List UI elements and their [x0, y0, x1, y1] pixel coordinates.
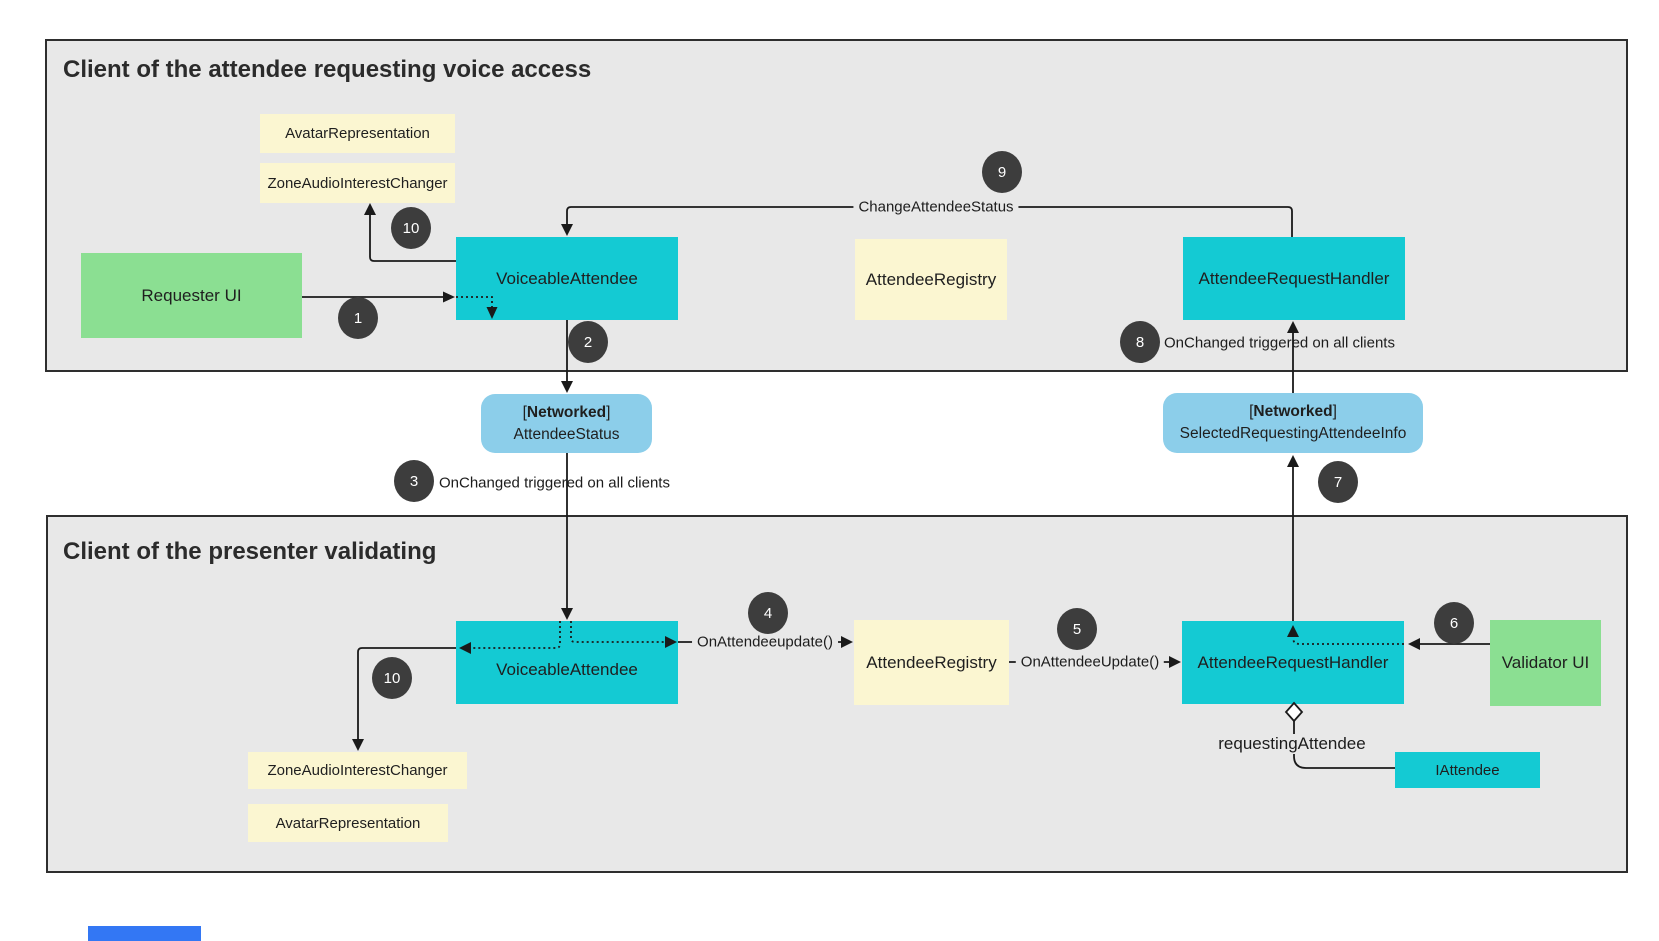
step-badge-4[interactable]: 4 — [748, 592, 788, 634]
step-badge-5[interactable]: 5 — [1057, 608, 1097, 650]
node-label: Validator UI — [1501, 653, 1590, 672]
node-label: IAttendee — [1435, 761, 1500, 779]
step-badge-9[interactable]: 9 — [982, 151, 1022, 193]
node-validator-ui[interactable]: Validator UI — [1490, 620, 1601, 706]
node-zone-audio-interest-changer-bottom[interactable]: ZoneAudioInterestChanger — [248, 752, 467, 789]
node-label: AttendeeRegistry — [865, 269, 997, 289]
edge-label-onchanged-top: OnChanged triggered on all clients — [1164, 334, 1395, 352]
node-label: AttendeeRegistry — [866, 652, 997, 672]
step-badge-8[interactable]: 8 — [1120, 321, 1160, 363]
node-label: AvatarRepresentation — [285, 125, 430, 142]
edge-label-on-attendee-update-5: OnAttendeeUpdate() — [1015, 653, 1165, 671]
bottom-left-blue-bar — [88, 926, 201, 941]
node-label: AvatarRepresentation — [275, 814, 421, 832]
panel-title-presenter-client: Client of the presenter validating — [63, 538, 437, 565]
node-avatar-representation-bottom[interactable]: AvatarRepresentation — [248, 804, 448, 842]
step-badge-3[interactable]: 3 — [394, 460, 434, 502]
node-label: ZoneAudioInterestChanger — [267, 174, 448, 192]
node-label: Requester UI — [141, 285, 242, 305]
node-label: AttendeeRequestHandler — [1197, 652, 1389, 672]
edge-label-on-attendee-update-4: OnAttendeeupdate() — [692, 633, 838, 651]
node-label: VoiceableAttendee — [496, 659, 638, 679]
node-label: SelectedRequestingAttendeeInfo — [1179, 425, 1407, 442]
node-voiceable-attendee-top[interactable]: VoiceableAttendee — [456, 237, 678, 320]
node-label: VoiceableAttendee — [496, 268, 638, 288]
node-networked-attendee-status[interactable]: [Networked] AttendeeStatus — [481, 394, 652, 453]
step-badge-7[interactable]: 7 — [1318, 461, 1358, 503]
node-networked-selected-requesting-attendee-info[interactable]: [Networked] SelectedRequestingAttendeeIn… — [1163, 393, 1423, 453]
node-zone-audio-interest-changer-top[interactable]: ZoneAudioInterestChanger — [260, 163, 455, 203]
node-requester-ui[interactable]: Requester UI — [81, 253, 302, 338]
node-attendee-registry-bottom[interactable]: AttendeeRegistry — [854, 620, 1009, 705]
node-attendee-registry-top[interactable]: AttendeeRegistry — [855, 239, 1007, 320]
node-label: AttendeeRequestHandler — [1198, 268, 1390, 288]
edge-label-change-attendee-status: ChangeAttendeeStatus — [853, 198, 1019, 216]
node-attendee-request-handler-bottom[interactable]: AttendeeRequestHandler — [1182, 621, 1404, 704]
step-badge-2[interactable]: 2 — [568, 321, 608, 363]
networked-tag: [Networked] — [522, 403, 611, 421]
node-attendee-request-handler-top[interactable]: AttendeeRequestHandler — [1183, 237, 1405, 320]
step-badge-10-bottom[interactable]: 10 — [372, 657, 412, 699]
step-badge-10-top[interactable]: 10 — [391, 207, 431, 249]
step-badge-1[interactable]: 1 — [338, 297, 378, 339]
networked-tag: [Networked] — [1249, 403, 1337, 421]
edge-label-requesting-attendee: requestingAttendee — [1213, 734, 1371, 754]
step-badge-6[interactable]: 6 — [1434, 602, 1474, 644]
node-avatar-representation-top[interactable]: AvatarRepresentation — [260, 114, 455, 153]
node-voiceable-attendee-bottom[interactable]: VoiceableAttendee — [456, 621, 678, 704]
node-label: AttendeeStatus — [513, 425, 620, 443]
edge-label-onchanged-bottom: OnChanged triggered on all clients — [439, 474, 670, 492]
node-label: ZoneAudioInterestChanger — [267, 762, 448, 779]
panel-title-requesting-client: Client of the attendee requesting voice … — [63, 56, 592, 83]
node-iattendee[interactable]: IAttendee — [1395, 752, 1540, 788]
